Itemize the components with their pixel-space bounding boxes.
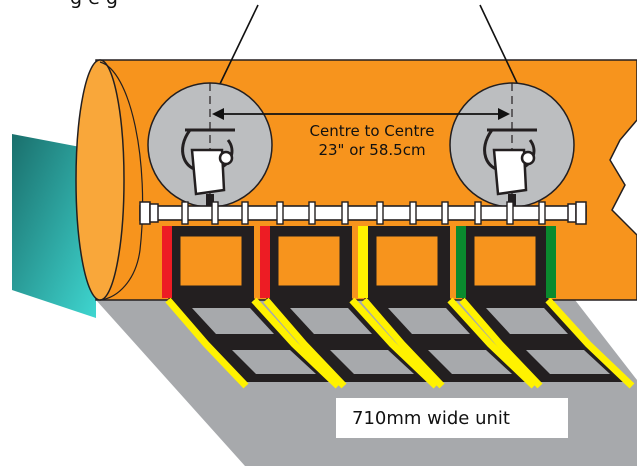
pipe-end-cap bbox=[75, 59, 125, 301]
unit-label-box bbox=[336, 398, 568, 438]
roller-segment bbox=[162, 226, 341, 389]
trailing-color-marker bbox=[546, 226, 556, 298]
segment-color-marker bbox=[260, 226, 270, 298]
centre-label-line-1: Centre to Centre bbox=[309, 122, 435, 140]
segment-left-stripe bbox=[459, 297, 543, 389]
segment-upper-pad bbox=[388, 308, 470, 334]
segment-window bbox=[375, 235, 439, 287]
segment-color-marker bbox=[358, 226, 368, 298]
rail-peg bbox=[506, 201, 514, 225]
mounting-rail bbox=[139, 201, 587, 225]
rail-peg bbox=[409, 201, 417, 225]
segment-left-stripe bbox=[361, 297, 445, 389]
roller-segment bbox=[260, 226, 439, 389]
roller-segment bbox=[456, 226, 635, 389]
segment-upper-pad bbox=[290, 308, 372, 334]
top-callout-label: g e g bbox=[70, 0, 118, 9]
segment-color-marker bbox=[162, 226, 172, 298]
segment-window bbox=[277, 235, 341, 287]
segment-lower-pad bbox=[428, 350, 512, 374]
rail-peg bbox=[538, 201, 546, 225]
segment-lower-pad bbox=[526, 350, 610, 374]
segment-lower-pad bbox=[330, 350, 414, 374]
segment-lower-pad bbox=[232, 350, 316, 374]
segment-right-stripe bbox=[545, 297, 635, 389]
roller-segments bbox=[162, 226, 635, 438]
gauge-left bbox=[147, 82, 273, 208]
segment-upper-pad bbox=[192, 308, 274, 334]
segment-right-stripe bbox=[447, 297, 537, 389]
rail-peg bbox=[441, 201, 449, 225]
rail-peg bbox=[181, 201, 189, 225]
segment-color-marker bbox=[456, 226, 466, 298]
segment-left-stripe bbox=[263, 297, 347, 389]
rail-peg bbox=[308, 201, 316, 225]
rail-peg bbox=[241, 201, 249, 225]
rail-peg bbox=[376, 201, 384, 225]
rail-peg bbox=[341, 201, 349, 225]
rail-peg bbox=[211, 201, 219, 225]
segment-upper-pad bbox=[486, 308, 568, 334]
unit-width-label: 710mm wide unit bbox=[352, 408, 510, 429]
segment-window bbox=[179, 235, 243, 287]
segment-right-stripe bbox=[251, 297, 341, 389]
centre-label-line-2: 23" or 58.5cm bbox=[318, 141, 426, 159]
roller-segment bbox=[358, 226, 537, 389]
rail-peg bbox=[474, 201, 482, 225]
teal-side-panel bbox=[12, 134, 96, 318]
rail-peg bbox=[276, 201, 284, 225]
segment-left-stripe bbox=[165, 297, 249, 389]
centre-to-centre-label: Centre to Centre 23" or 58.5cm bbox=[272, 122, 472, 160]
segment-right-stripe bbox=[349, 297, 439, 389]
segment-window bbox=[473, 235, 537, 287]
centre-dimension-arrow bbox=[212, 108, 510, 120]
rail-pegs bbox=[181, 201, 546, 225]
